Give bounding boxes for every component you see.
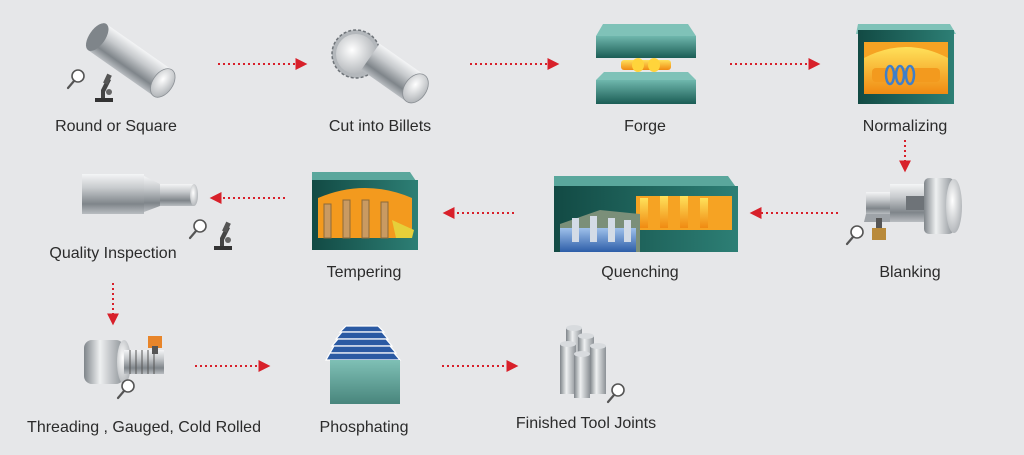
step-label-phosphating: Phosphating (319, 419, 409, 436)
step-label-quality-inspection: Quality Inspection (49, 245, 177, 262)
forge-press-icon (596, 24, 696, 104)
tempering-furnace-icon (312, 172, 418, 250)
tool-joint-icon (82, 174, 232, 250)
step-label-finished-tool-joints: Finished Tool Joints (515, 415, 657, 432)
threading-machine-icon (84, 336, 164, 400)
saw-blade-icon (331, 29, 429, 104)
quench-tank-icon (554, 176, 738, 252)
step-label-blanking: Blanking (879, 264, 941, 281)
lathe-chuck-icon (845, 178, 962, 246)
step-label-round-or-square: Round or Square (55, 118, 177, 135)
step-label-tempering: Tempering (326, 264, 402, 281)
tool-joints-stack-icon (560, 325, 626, 404)
furnace-icon (856, 24, 956, 104)
step-label-cut-into-billets: Cut into Billets (328, 118, 432, 135)
step-label-quenching: Quenching (601, 264, 679, 281)
step-label-normalizing: Normalizing (862, 118, 948, 135)
flow-arrows (107, 58, 911, 372)
phosphate-tank-icon (324, 325, 402, 404)
steel-bar-icon (66, 23, 176, 102)
step-label-threading: Threading , Gauged, Cold Rolled (27, 419, 261, 436)
step-label-forge: Forge (624, 118, 666, 135)
